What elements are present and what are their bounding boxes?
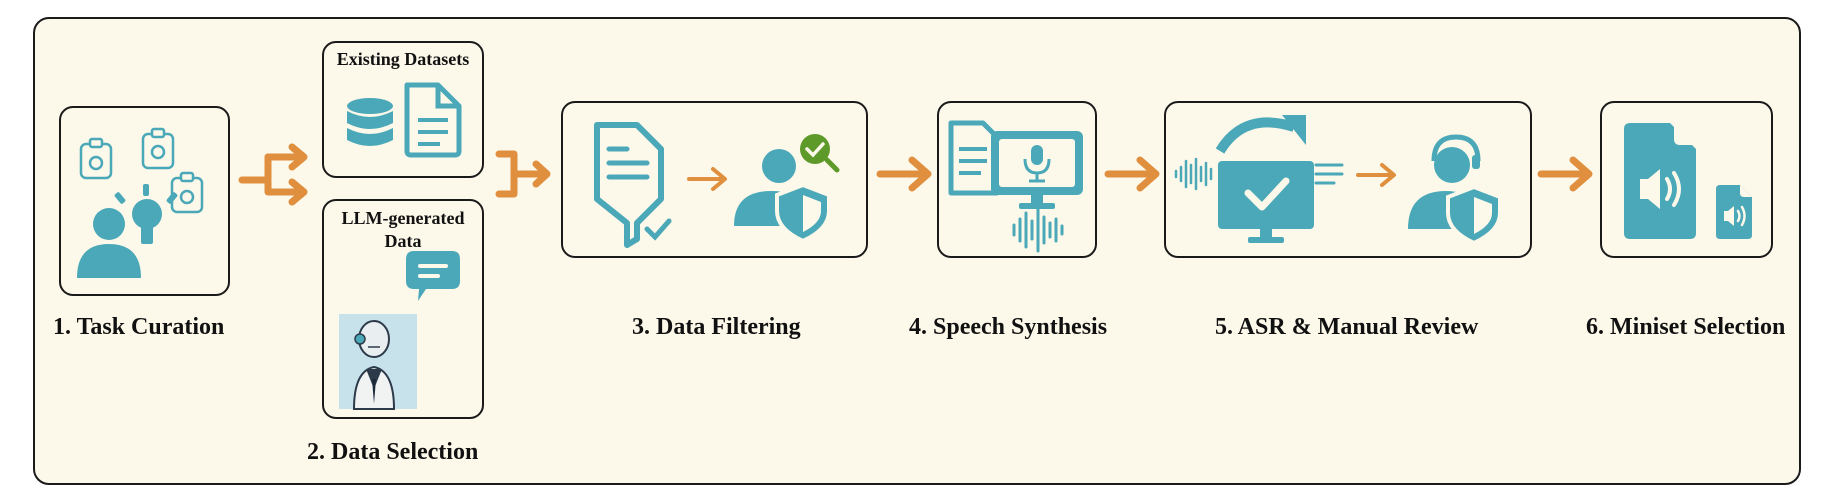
- small-arrow-icon: [1356, 163, 1396, 187]
- monitor-microphone-icon: [991, 131, 1083, 209]
- text-lines-icon: [1314, 163, 1344, 185]
- llm-generated-icons: [339, 251, 460, 410]
- database-icon: [347, 98, 393, 146]
- speech-synthesis-icons: [948, 120, 1083, 253]
- audio-file-large-icon: [1624, 123, 1696, 239]
- stage-6-label: 6. Miniset Selection: [1586, 314, 1786, 340]
- task-curation-icon: [77, 127, 204, 278]
- llm-generated-title: LLM-generated Data: [341, 208, 465, 251]
- stage-5-label: 5. ASR & Manual Review: [1215, 314, 1479, 340]
- document-icon: [404, 82, 462, 158]
- monitor-refresh-check-icon: [1215, 115, 1314, 243]
- flow-arrow-icon: [1104, 156, 1160, 192]
- data-filtering-icons: [594, 122, 840, 248]
- sound-wave-icon: [1012, 207, 1064, 253]
- fork-arrow-icon: [238, 143, 308, 206]
- stage-3-label: 3. Data Filtering: [632, 314, 801, 340]
- pipeline-panel: [33, 17, 1801, 485]
- flow-arrow-icon: [876, 156, 932, 192]
- verified-user-icon: [734, 134, 840, 244]
- document-filter-icon: [594, 122, 672, 248]
- document-icon: [948, 120, 1000, 196]
- miniset-selection-icons: [1624, 123, 1752, 239]
- flow-arrow-icon: [1537, 156, 1593, 192]
- stage-4-label: 4. Speech Synthesis: [909, 314, 1108, 340]
- audio-file-small-icon: [1716, 185, 1752, 239]
- stage-1-label: 1. Task Curation: [53, 314, 225, 340]
- robot-assistant-icon: [339, 314, 417, 410]
- existing-datasets-title: Existing Datasets: [336, 49, 470, 69]
- llm-generated-box: LLM-generated Data: [322, 199, 484, 419]
- asr-review-icons: [1174, 115, 1502, 246]
- sound-wave-icon: [1174, 157, 1213, 191]
- idea-person-icon: [77, 184, 178, 278]
- merge-arrow-icon: [495, 150, 551, 198]
- chat-bubble-icon: [406, 251, 460, 301]
- headset-user-icon: [1408, 134, 1502, 246]
- existing-datasets-icons: [347, 82, 462, 158]
- clipboard-audio-icon: [79, 127, 204, 214]
- small-arrow-icon: [687, 167, 727, 191]
- stage-2-label: 2. Data Selection: [307, 439, 479, 465]
